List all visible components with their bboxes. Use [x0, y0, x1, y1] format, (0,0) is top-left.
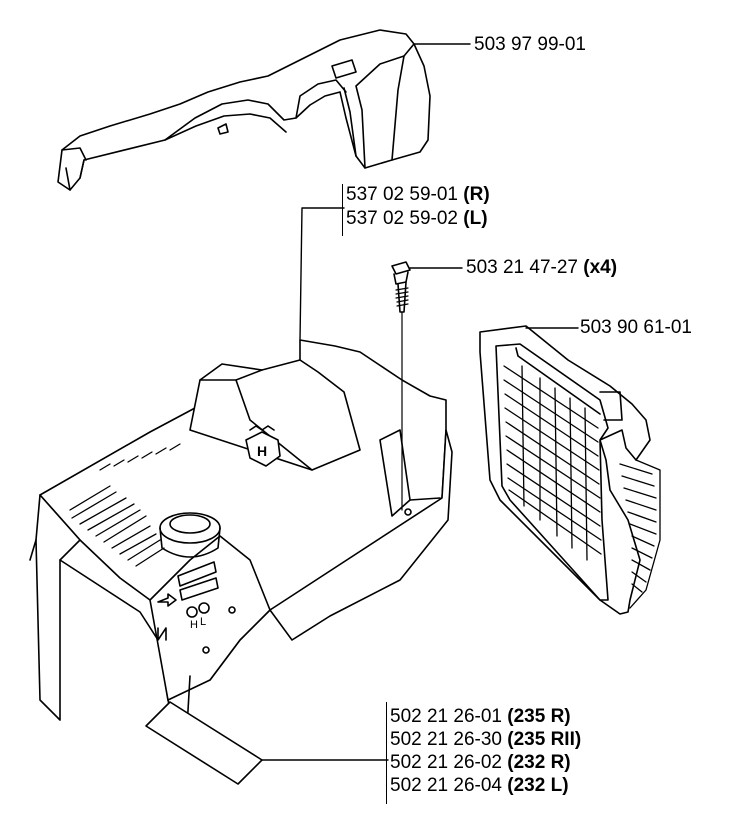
variant: (235 RII) — [507, 729, 582, 750]
mix-label-h: H — [190, 619, 198, 631]
engine-cover-drawing: H H L — [29, 339, 453, 746]
leader-lines — [261, 43, 579, 761]
variant: (R) — [463, 184, 490, 205]
variant: (L) — [463, 208, 488, 229]
part-number: 502 21 26-01 — [390, 706, 502, 727]
variant: (232 R) — [507, 752, 571, 773]
label-decal-232r: 502 21 26-02 (232 R) — [390, 752, 571, 774]
label-screw: 503 21 47-27 (x4) — [466, 257, 617, 279]
label-engine-cover-r: 537 02 59-01 (R) — [346, 184, 490, 206]
part-number: 537 02 59-02 — [346, 208, 458, 229]
air-filter-grille-drawing — [479, 325, 661, 615]
label-top-cover: 503 97 99-01 — [474, 34, 586, 56]
part-number-air-filter-grille: 503 90 61-01 — [580, 317, 692, 338]
part-number: 502 21 26-02 — [390, 752, 502, 773]
label-bracket-engine-cover — [342, 184, 343, 236]
top-cover-drawing — [57, 29, 431, 191]
quantity: (x4) — [583, 257, 618, 278]
svg-text:H: H — [257, 443, 267, 459]
variant: (235 R) — [507, 706, 571, 727]
decal-drawing — [145, 701, 263, 785]
part-number-top-cover: 503 97 99-01 — [474, 34, 586, 55]
part-number: 502 21 26-30 — [390, 729, 502, 750]
part-number-screw: 503 21 47-27 — [466, 257, 578, 278]
screw-drawing — [391, 261, 411, 511]
part-number: 502 21 26-04 — [390, 775, 502, 796]
label-air-filter-grille: 503 90 61-01 — [580, 317, 692, 339]
part-number: 537 02 59-01 — [346, 184, 458, 205]
label-decal-235rii: 502 21 26-30 (235 RII) — [390, 729, 581, 751]
variant: (232 L) — [507, 775, 569, 796]
label-decal-235r: 502 21 26-01 (235 R) — [390, 706, 571, 728]
label-engine-cover-l: 537 02 59-02 (L) — [346, 208, 488, 230]
mix-label-l: L — [200, 616, 206, 628]
label-bracket-decal — [386, 702, 387, 804]
label-decal-232l: 502 21 26-04 (232 L) — [390, 775, 569, 797]
